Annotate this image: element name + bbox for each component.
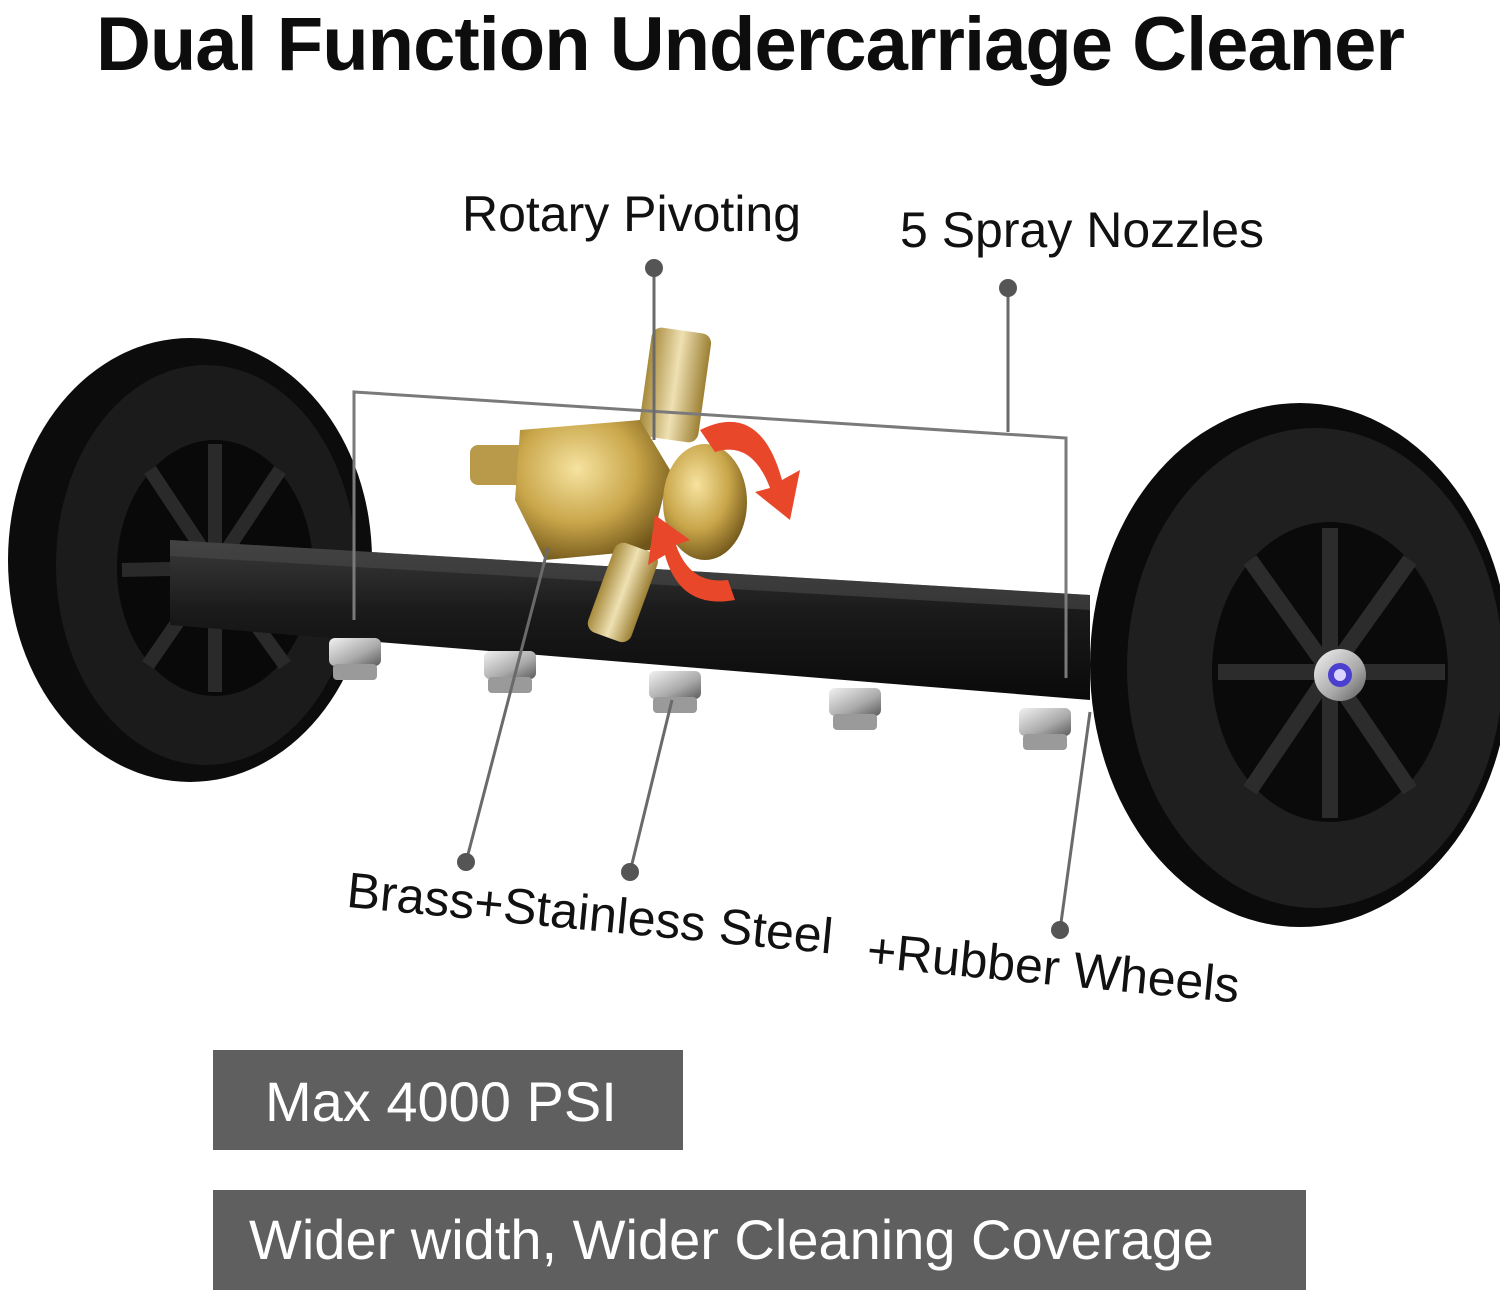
spec-coverage-box: Wider width, Wider Cleaning Coverage (213, 1190, 1306, 1290)
rotation-arrows-icon (648, 421, 800, 602)
spec-coverage-text: Wider width, Wider Cleaning Coverage (249, 1208, 1214, 1271)
brass-pivot-fitting (470, 327, 747, 643)
spec-pressure-text: Max 4000 PSI (265, 1070, 617, 1133)
callout-pointers (457, 259, 1092, 939)
spec-pressure-box: Max 4000 PSI (213, 1050, 683, 1150)
callout-spray-nozzles: 5 Spray Nozzles (900, 202, 1265, 258)
page-title: Dual Function Undercarriage Cleaner (96, 2, 1405, 87)
callout-rotary-pivoting: Rotary Pivoting (462, 186, 802, 242)
spray-nozzle-icon (329, 638, 1071, 750)
nozzle-bracket (352, 390, 1068, 678)
right-wheel-icon (1090, 403, 1500, 927)
